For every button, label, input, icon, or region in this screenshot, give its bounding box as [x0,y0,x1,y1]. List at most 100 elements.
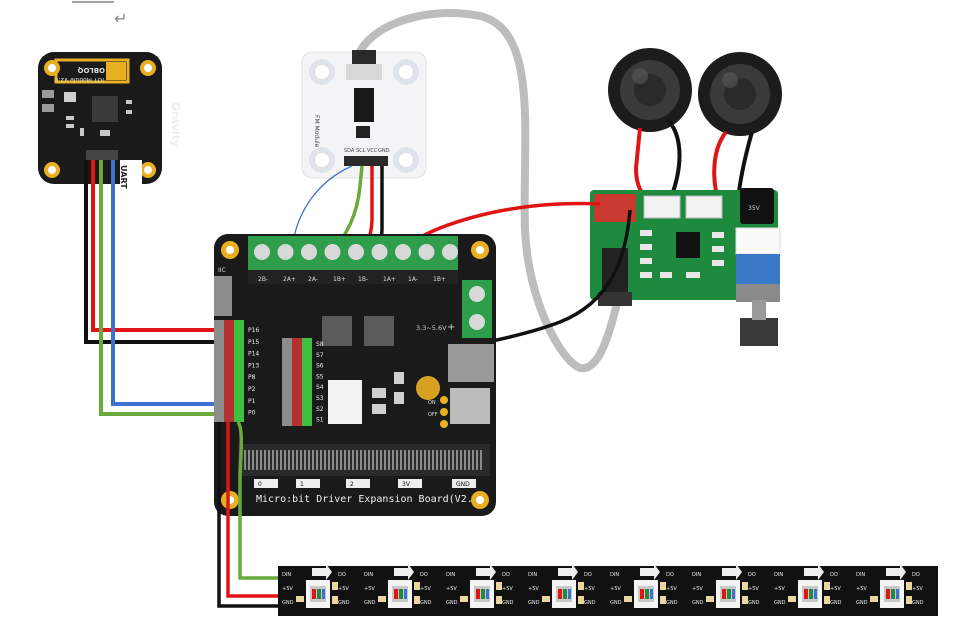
led-din-label: DIN [856,572,865,578]
led-din-label: DIN [364,572,373,578]
speaker-left-black-wire [666,118,682,201]
led-din-label: DIN [692,572,701,578]
amp-capacitor [740,188,774,224]
led-din-label: DIN [282,572,291,578]
led-gnd-label: GND [364,600,376,606]
edge-label: 0 [258,481,262,488]
speaker-left [608,48,692,132]
led-5v-label: +5V [528,586,539,592]
fm-module-name: FM Module [313,115,320,148]
terminal-label: 1A- [408,276,418,283]
fm-module: FM Module SDA SCL VCC GND [301,50,427,179]
amp-capacitor-label: 35V [748,205,761,212]
gpio-pin-label: P16 [248,327,259,334]
iic-label: IIC [218,267,226,274]
edge-label: 1 [300,481,304,488]
terminal-screw [324,244,341,260]
led-din-label: DIN [446,572,455,578]
fm-chip [354,88,374,122]
led-do-label: DO [748,572,756,578]
iic-header [214,276,232,316]
svg-text:+5V: +5V [338,586,349,592]
svg-text:GND: GND [748,600,760,606]
svg-text:GND: GND [830,600,842,606]
fm-pin-sda: SDA [344,148,355,154]
speaker-right [698,52,782,136]
gpio-header [234,320,244,422]
iot-logo: OBLOQ [78,66,105,74]
led-5v-label: +5V [774,586,785,592]
iot-module: OBLOQ IOT Module V2.0 Gravity UART [38,52,182,189]
amp-speaker-right-jack [685,195,723,219]
led-gnd-label: GND [774,600,786,606]
terminal-screw [348,244,364,260]
terminal-screw [301,244,317,260]
switch-off: OFF [428,412,438,418]
terminal-label: 1A+ [383,276,396,283]
iot-chip [92,96,118,122]
inductor [416,376,440,400]
amp-volume-knob [740,318,778,346]
led-din-label: DIN [610,572,619,578]
power-switch [450,388,490,424]
servo-header [302,338,312,426]
iot-module-name: IOT Module V2.0 [54,76,104,83]
led-do-label: DO [830,572,838,578]
iot-rx-wire [111,160,238,406]
terminal-label: 1B- [358,276,368,283]
gpio-pin-label: P15 [248,339,259,346]
led-5v-label: +5V [610,586,621,592]
plus-sign: + [447,322,455,333]
servo-pin-label: S8 [316,341,324,348]
iot-gnd-wire [84,160,232,344]
terminal-label: 1B+ [333,276,346,283]
motor-driver-chip-2 [364,316,394,346]
amplifier-board: 35V [590,188,781,346]
led-5v-label: +5V [446,586,457,592]
uart-connector [86,150,118,160]
led-do-label: DO [666,572,674,578]
switch-on: ON [428,400,436,406]
return-glyph: ↵ [114,9,127,28]
voltage-label: 3.3~5.6V [416,324,447,332]
strip-5v-wire [226,422,282,598]
svg-text:GND: GND [666,600,678,606]
terminal-screw [418,244,435,260]
svg-text:+5V: +5V [830,586,841,592]
led-gnd-label: GND [856,600,868,606]
uart-label: UART [119,165,128,189]
motor-driver-chip-1 [322,316,352,346]
amp-chip [676,232,700,258]
gpio-pin-label: P2 [248,386,256,393]
board-title: Micro:bit Driver Expansion Board(V2.0) [256,494,485,505]
terminal-screw [371,244,388,260]
svg-text:GND: GND [502,600,514,606]
servo-pin-label: S6 [316,363,324,370]
gpio-pin-label: P1 [248,398,256,405]
reset-button [42,90,54,98]
led-do-label: DO [912,572,920,578]
expansion-board: 2B-2A+2A-1B+1B-1A+1A-1B+ + ON OFF 3.3~5.… [214,234,496,516]
servo-pin-label: S3 [316,395,324,402]
iot-vcc-wire [91,160,232,332]
servo-pin-label: S5 [316,373,324,380]
led-do-label: DO [584,572,592,578]
servo-pin-label: S1 [316,417,324,424]
led-5v-label: +5V [282,586,293,592]
iot-brand: Gravity [169,102,182,147]
iot-tx-wire [99,160,238,416]
battery-connector [448,344,494,382]
led-5v-label: +5V [364,586,375,592]
terminal-label: 2A+ [283,276,296,283]
svg-text:+5V: +5V [748,586,759,592]
fm-pin-gnd: GND [378,148,390,154]
edge-label: 3V [402,481,411,488]
svg-text:GND: GND [420,600,432,606]
led-gnd-label: GND [446,600,458,606]
prog-button [42,104,54,112]
